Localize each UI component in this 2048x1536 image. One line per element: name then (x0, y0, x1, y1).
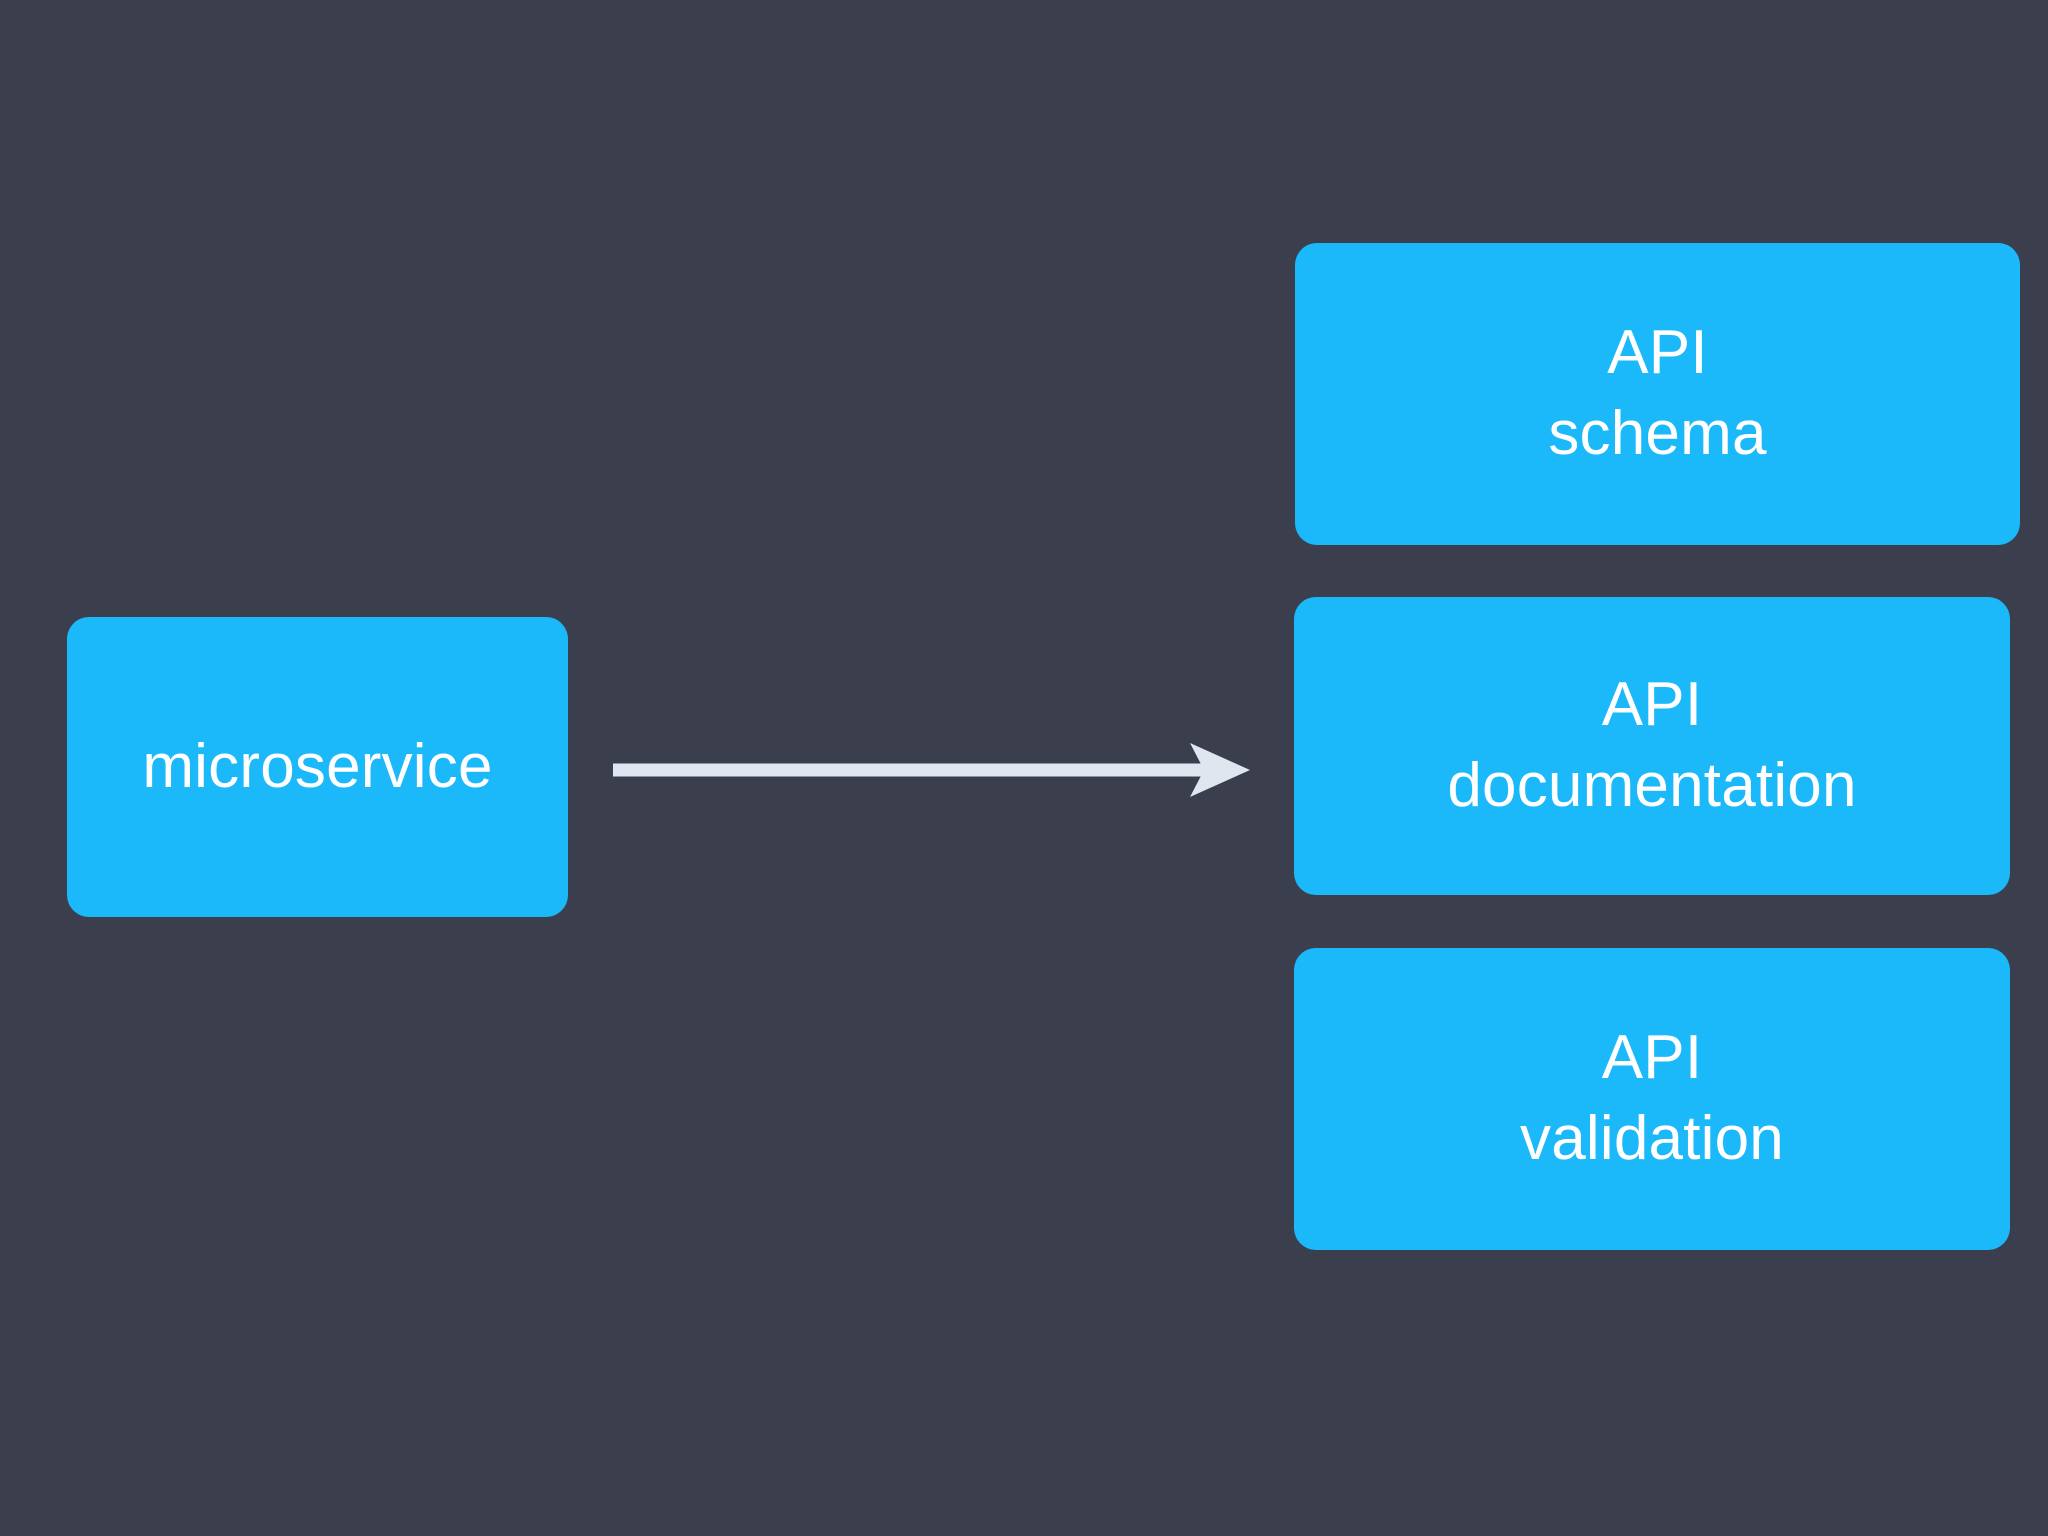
node-api-validation[interactable]: API validation (1294, 948, 2010, 1250)
node-microservice[interactable]: microservice (67, 617, 568, 917)
node-api-schema[interactable]: API schema (1295, 243, 2020, 545)
node-api-documentation[interactable]: API documentation (1294, 597, 2010, 895)
arrow-microservice-to-api (600, 730, 1270, 810)
node-api-schema-line-1: API (1607, 318, 1708, 388)
arrow-head (1190, 743, 1250, 797)
node-api-schema-line-2: schema (1548, 399, 1767, 468)
node-api-documentation-line-2: documentation (1447, 751, 1857, 820)
node-microservice-line-1: microservice (142, 731, 493, 801)
arrow-icon (613, 743, 1250, 797)
node-api-validation-line-1: API (1601, 1023, 1703, 1093)
node-api-validation-line-2: validation (1520, 1104, 1784, 1173)
node-api-documentation-line-1: API (1601, 670, 1703, 740)
